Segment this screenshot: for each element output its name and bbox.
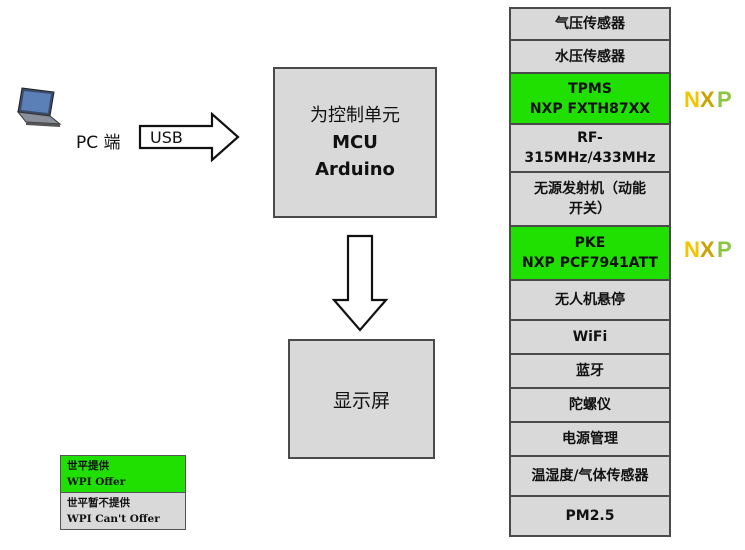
pc-label: PC 端 bbox=[76, 133, 121, 153]
module-rf: RF- 315MHz/433MHz bbox=[509, 123, 671, 173]
svg-text:X: X bbox=[700, 238, 715, 260]
down-arrow bbox=[332, 234, 388, 332]
usb-label: USB bbox=[150, 128, 183, 147]
module-stack: 气压传感器 水压传感器 TPMS NXP FXTH87XX RF- 315MHz… bbox=[509, 7, 671, 537]
module-bluetooth: 蓝牙 bbox=[509, 353, 671, 389]
display-label: 显示屏 bbox=[332, 389, 390, 412]
module-label: 温湿度/气体传感器 bbox=[531, 468, 649, 484]
module-label: WiFi bbox=[572, 329, 608, 345]
module-gyroscope: 陀螺仪 bbox=[509, 387, 671, 423]
module-label: PKE bbox=[574, 235, 606, 251]
module-label: 蓝牙 bbox=[576, 363, 604, 379]
module-air-pressure: 气压传感器 bbox=[509, 7, 671, 41]
module-part: NXP PCF7941ATT bbox=[522, 255, 658, 271]
nxp-logo: N X P bbox=[684, 238, 732, 260]
module-tpms: TPMS NXP FXTH87XX bbox=[509, 72, 671, 125]
module-pke: PKE NXP PCF7941ATT bbox=[509, 225, 671, 281]
module-label: 气压传感器 bbox=[555, 16, 625, 32]
module-temp-humidity-gas: 温湿度/气体传感器 bbox=[509, 455, 671, 497]
svg-text:N: N bbox=[684, 238, 700, 260]
svg-text:P: P bbox=[717, 238, 732, 260]
legend-no-offer-en: WPI Can't Offer bbox=[67, 513, 160, 525]
module-label: TPMS bbox=[568, 80, 612, 97]
module-label: 电源管理 bbox=[562, 431, 618, 447]
module-drone-hover: 无人机悬停 bbox=[509, 279, 671, 321]
laptop-icon bbox=[16, 87, 62, 127]
module-wifi: WiFi bbox=[509, 319, 671, 355]
usb-arrow bbox=[138, 112, 240, 162]
svg-text:X: X bbox=[700, 88, 715, 110]
display-box: 显示屏 bbox=[288, 339, 435, 459]
mcu-board-label: Arduino bbox=[315, 159, 395, 180]
module-label: RF- bbox=[577, 130, 603, 146]
module-label: 无源发射机（动能 bbox=[534, 181, 646, 197]
module-water-pressure: 水压传感器 bbox=[509, 39, 671, 74]
mcu-title: 为控制单元 bbox=[310, 105, 400, 126]
legend-no-offer-cn: 世平暂不提供 bbox=[67, 497, 130, 509]
mcu-box: 为控制单元 MCU Arduino bbox=[273, 67, 437, 218]
module-part: 开关） bbox=[569, 201, 611, 217]
legend-no-offer: 世平暂不提供 WPI Can't Offer bbox=[61, 493, 185, 529]
module-label: 无人机悬停 bbox=[555, 292, 625, 308]
module-label: PM2.5 bbox=[565, 508, 615, 524]
legend-offer-cn: 世平提供 bbox=[67, 460, 109, 472]
svg-text:N: N bbox=[684, 88, 700, 110]
nxp-logo: N X P bbox=[684, 88, 732, 110]
module-passive-transmitter: 无源发射机（动能 开关） bbox=[509, 171, 671, 227]
module-part: NXP FXTH87XX bbox=[529, 100, 651, 117]
legend: 世平提供 WPI Offer 世平暂不提供 WPI Can't Offer bbox=[60, 455, 186, 530]
legend-offer-en: WPI Offer bbox=[67, 476, 126, 488]
module-label: 陀螺仪 bbox=[569, 397, 611, 413]
module-label: 水压传感器 bbox=[555, 48, 625, 65]
module-part: 315MHz/433MHz bbox=[524, 150, 656, 166]
legend-offer: 世平提供 WPI Offer bbox=[61, 456, 185, 493]
mcu-label: MCU bbox=[332, 132, 378, 153]
svg-text:P: P bbox=[717, 88, 732, 110]
module-power-management: 电源管理 bbox=[509, 421, 671, 457]
module-pm25: PM2.5 bbox=[509, 495, 671, 537]
